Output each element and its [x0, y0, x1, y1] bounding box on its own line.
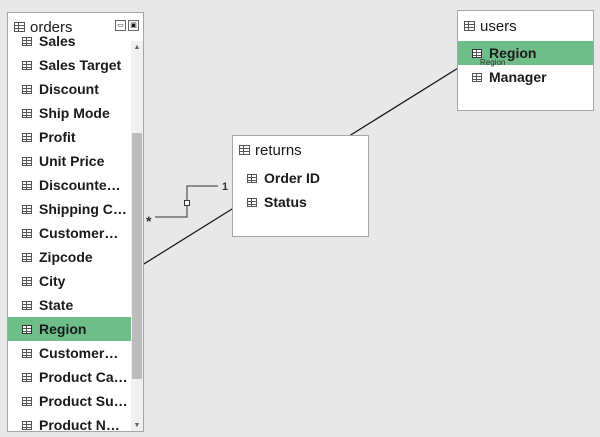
orders-header-tools: ▭ ▣ — [115, 20, 139, 31]
field-profit[interactable]: Profit — [8, 125, 143, 149]
column-icon — [247, 197, 257, 207]
relationship-midpoint-handle[interactable] — [184, 200, 190, 206]
users-field-list: Region Manager — [458, 41, 593, 89]
scroll-down-icon[interactable]: ▼ — [133, 421, 141, 429]
field-ship-mode[interactable]: Ship Mode — [8, 101, 143, 125]
column-icon — [22, 60, 32, 70]
maximize-icon[interactable]: ▣ — [128, 20, 139, 31]
orders-field-list: Sales Sales Target Discount Ship Mode Pr… — [8, 29, 143, 431]
column-icon — [22, 84, 32, 94]
column-icon — [22, 204, 32, 214]
column-icon — [22, 348, 32, 358]
cardinality-one-marker: 1 — [222, 181, 229, 193]
column-icon — [472, 72, 482, 82]
orders-table-title: orders — [30, 18, 73, 36]
orders-scrollbar[interactable]: ▲ ▼ — [131, 41, 143, 431]
column-icon — [22, 36, 32, 46]
column-icon — [22, 252, 32, 262]
column-icon — [22, 276, 32, 286]
column-icon — [22, 108, 32, 118]
column-icon — [22, 180, 32, 190]
table-icon — [239, 145, 250, 155]
users-table-title: users — [480, 17, 517, 35]
field-sales[interactable]: Sales — [8, 29, 143, 53]
field-product-subcategory[interactable]: Product Su… — [8, 389, 143, 413]
field-discount[interactable]: Discount — [8, 77, 143, 101]
field-region-selected[interactable]: Region — [8, 317, 143, 341]
returns-table-title: returns — [255, 141, 302, 159]
field-customer-2[interactable]: Customer… — [8, 341, 143, 365]
column-icon — [22, 132, 32, 142]
field-customer-1[interactable]: Customer… — [8, 221, 143, 245]
field-order-id[interactable]: Order ID — [233, 166, 368, 190]
field-discounted[interactable]: Discounte… — [8, 173, 143, 197]
column-icon — [247, 173, 257, 183]
returns-table-header[interactable]: returns — [233, 136, 368, 164]
column-icon — [22, 372, 32, 382]
field-manager[interactable]: Manager — [458, 65, 593, 89]
field-product-name[interactable]: Product N… — [8, 413, 143, 431]
users-table[interactable]: users Region Manager — [457, 10, 594, 111]
table-icon — [464, 21, 475, 31]
field-sales-target[interactable]: Sales Target — [8, 53, 143, 77]
cardinality-many-marker: * — [146, 213, 152, 229]
field-zipcode[interactable]: Zipcode — [8, 245, 143, 269]
field-state[interactable]: State — [8, 293, 143, 317]
users-table-header[interactable]: users — [458, 11, 593, 41]
field-status[interactable]: Status — [233, 190, 368, 214]
column-icon — [22, 300, 32, 310]
orders-table-header[interactable]: orders ▭ ▣ — [8, 13, 143, 41]
column-icon — [22, 228, 32, 238]
column-icon — [22, 324, 32, 334]
field-unit-price[interactable]: Unit Price — [8, 149, 143, 173]
field-region-selected[interactable]: Region — [458, 41, 593, 65]
column-icon — [22, 156, 32, 166]
field-shipping-cost[interactable]: Shipping C… — [8, 197, 143, 221]
field-product-category[interactable]: Product Ca… — [8, 365, 143, 389]
field-city[interactable]: City — [8, 269, 143, 293]
returns-table[interactable]: returns Order ID Status — [232, 135, 369, 237]
column-icon — [22, 420, 32, 430]
table-icon — [14, 22, 25, 32]
minimize-icon[interactable]: ▭ — [115, 20, 126, 31]
scroll-up-icon[interactable]: ▲ — [133, 43, 141, 51]
column-icon — [22, 396, 32, 406]
drag-tooltip: Region — [480, 58, 506, 67]
column-icon — [472, 48, 482, 58]
orders-table[interactable]: orders ▭ ▣ Sales Sales Target Discount S… — [7, 12, 144, 432]
scroll-thumb[interactable] — [132, 133, 142, 379]
returns-field-list: Order ID Status — [233, 166, 368, 214]
